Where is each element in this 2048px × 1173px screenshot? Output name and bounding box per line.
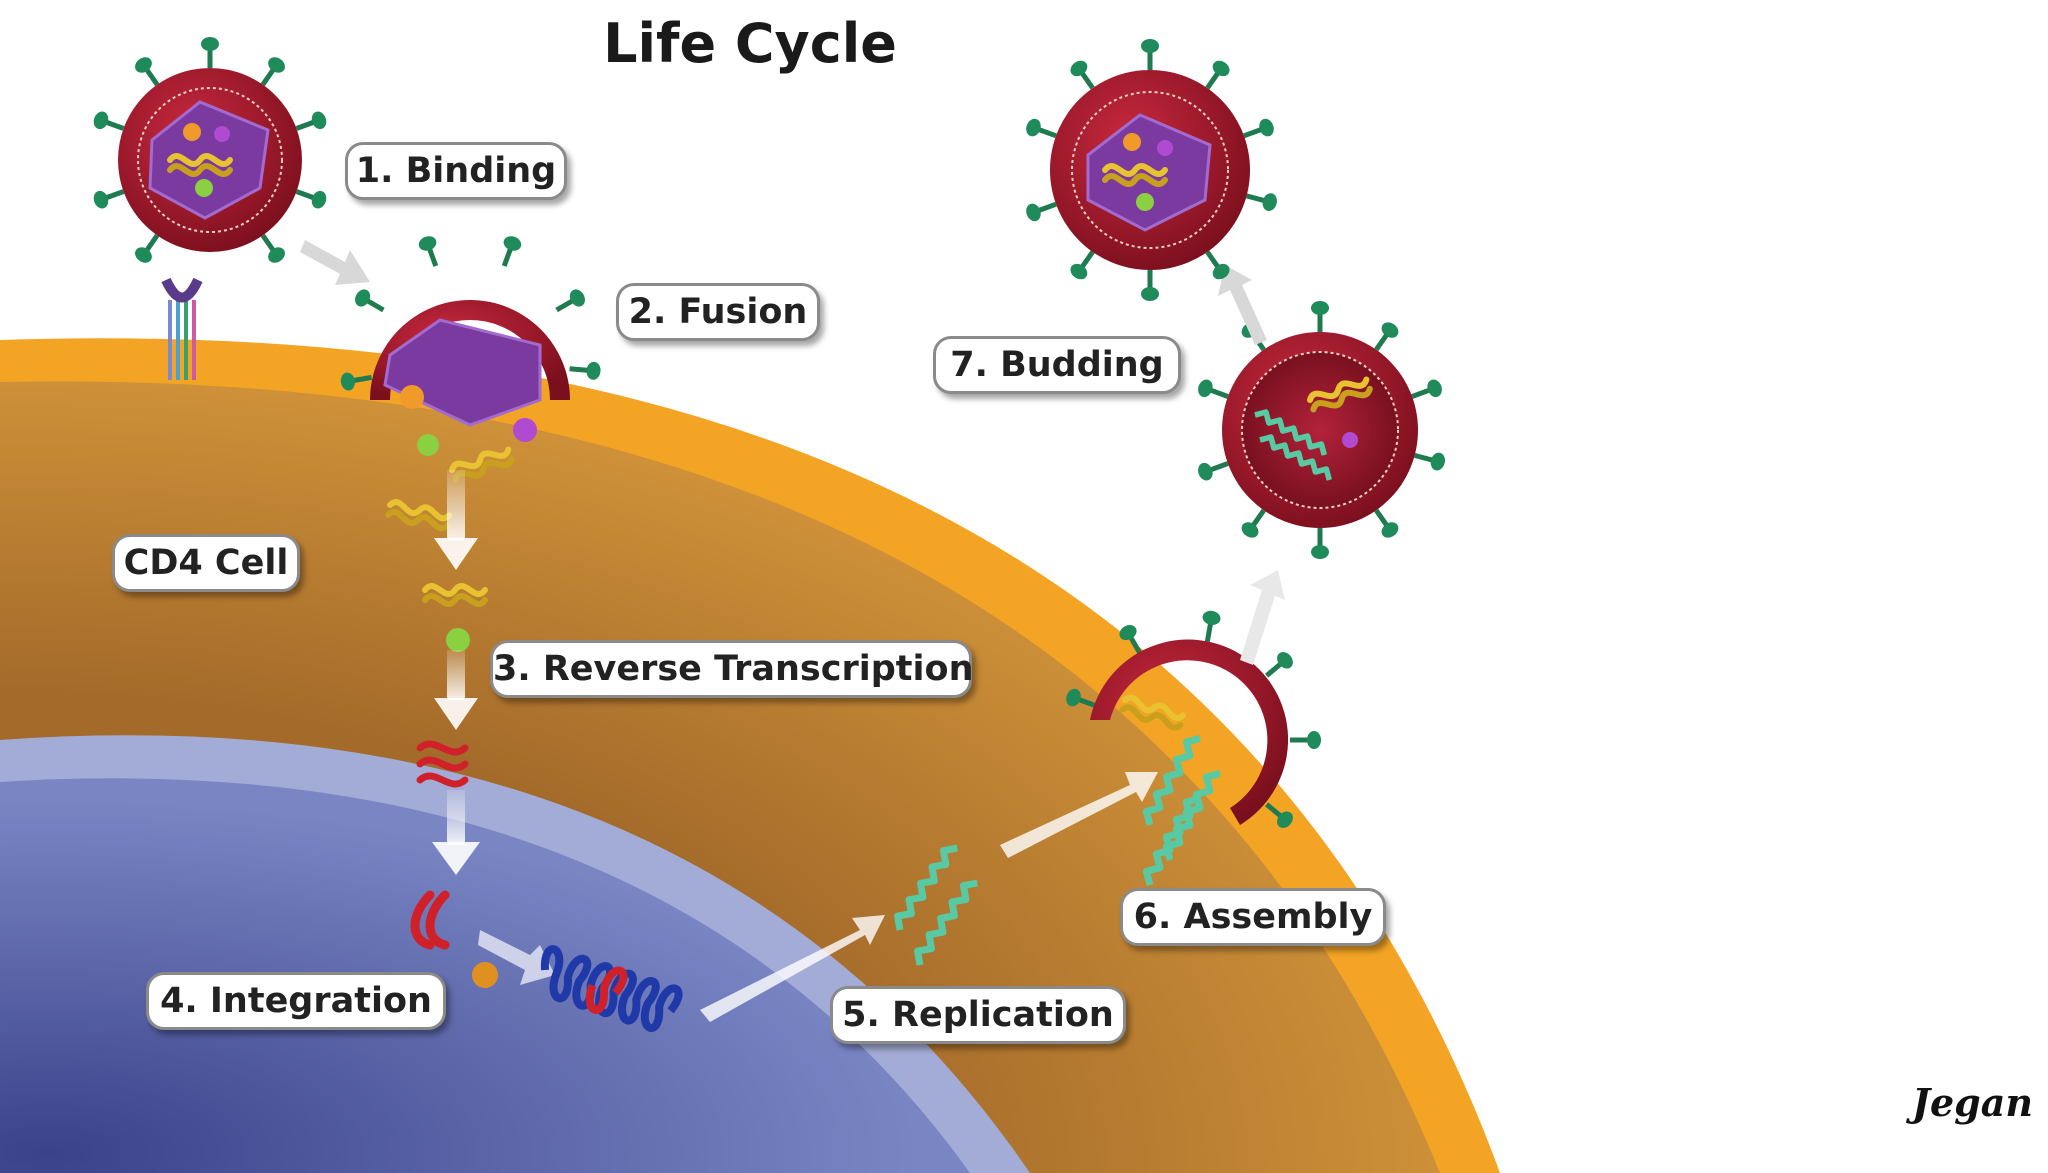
diagram-title: Life Cycle [603,12,897,75]
viral-dna-integration [410,890,450,950]
arrow-rt-to-dna [434,650,478,730]
label-reverse-transcription: 3. Reverse Transcription [490,640,974,698]
label-fusion: 2. Fusion [616,283,820,341]
arrow-binding-to-fusion [300,240,370,285]
virus-mature [1024,39,1279,301]
arrow-assembly-to-budding [1240,570,1285,665]
cd4-receptor [161,277,203,380]
virus-fusion [339,234,601,427]
virus-binding [91,37,328,266]
viral-dna-rt [416,740,469,788]
label-assembly: 6. Assembly [1120,888,1386,946]
arrow-fusion-to-rt [434,470,478,570]
arrow-dna-to-nucleus [432,790,480,875]
label-budding: 7. Budding [933,336,1181,394]
label-replication: 5. Replication [830,986,1126,1044]
fusion-released-parts [388,385,537,529]
rt-rna [425,586,485,652]
arrow-to-replication [700,915,885,1022]
label-integration: 4. Integration [146,972,446,1030]
virus-budding [1196,301,1447,559]
arrow-to-assembly [1000,772,1158,858]
arrow-budding-to-mature [1218,265,1267,345]
arrow-to-host-dna [478,930,555,985]
label-binding: 1. Binding [345,142,567,200]
label-cd4-cell: CD4 Cell [112,534,300,592]
signature: Jegan [1912,1080,2033,1125]
integrase-sphere [472,962,498,988]
host-dna [540,945,683,1032]
